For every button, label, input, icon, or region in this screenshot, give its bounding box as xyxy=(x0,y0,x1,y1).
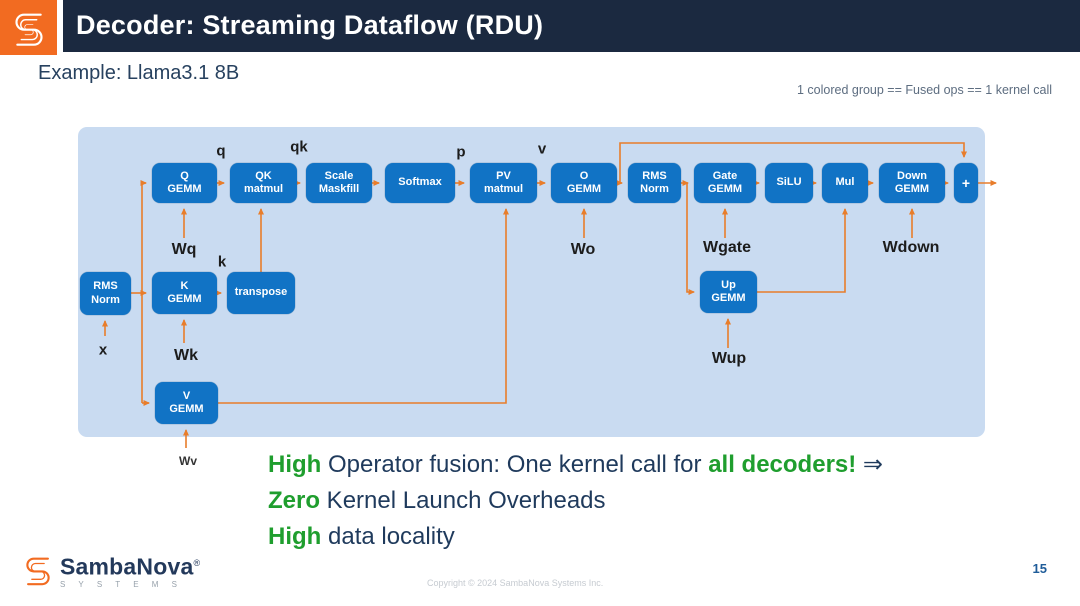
weight-label-wup: Wup xyxy=(711,350,747,367)
insight-1-text: Operator fusion: One kernel call for xyxy=(321,451,709,478)
insight-1-highlight-2: all decoders! xyxy=(708,451,857,478)
node-mul: Mul xyxy=(822,163,868,203)
node-transpose: transpose xyxy=(227,272,295,314)
node-q-gemm: Q GEMM xyxy=(152,163,217,203)
sambanova-mark-icon xyxy=(26,557,50,586)
edge-label-qk: qk xyxy=(290,138,308,156)
input-label-x: x xyxy=(98,341,108,359)
weight-label-wo: Wo xyxy=(570,241,596,258)
insight-2-highlight: Zero xyxy=(268,487,321,514)
node-v-gemm: V GEMM xyxy=(155,382,218,424)
weight-label-wq: Wq xyxy=(171,241,197,258)
node-scale-maskfill: Scale Maskfill xyxy=(306,163,372,203)
insight-1-suffix: ⇒ xyxy=(856,451,884,478)
edge-label-v: v xyxy=(537,140,547,158)
insight-line-2: Zero Kernel Launch Overheads xyxy=(268,483,883,519)
node-qk-matmul: QK matmul xyxy=(230,163,297,203)
edge-label-q: q xyxy=(216,142,226,160)
insight-2-text: Kernel Launch Overheads xyxy=(320,487,606,514)
edge-label-p: p xyxy=(456,143,466,161)
edge-label-k: k xyxy=(217,253,227,271)
fusion-legend-note: 1 colored group == Fused ops == 1 kernel… xyxy=(796,83,1052,97)
insights-block: High Operator fusion: One kernel call fo… xyxy=(268,447,883,555)
weight-label-wgate: Wgate xyxy=(703,239,751,256)
node-up-gemm: Up GEMM xyxy=(700,271,757,313)
node-rms-norm-2: RMS Norm xyxy=(628,163,681,203)
page-title: Decoder: Streaming Dataflow (RDU) xyxy=(76,10,544,40)
brand-text: SambaNova xyxy=(60,553,194,580)
node-add: + xyxy=(954,163,978,203)
page-number: 15 xyxy=(1032,561,1047,576)
insight-1-highlight: High xyxy=(268,451,322,478)
node-k-gemm: K GEMM xyxy=(152,272,217,314)
insight-line-1: High Operator fusion: One kernel call fo… xyxy=(268,447,883,483)
sambanova-logo-icon xyxy=(0,0,57,55)
insight-3-highlight: High xyxy=(268,523,322,550)
copyright-text: Copyright © 2024 SambaNova Systems Inc. xyxy=(427,578,604,588)
node-gate-gemm: Gate GEMM xyxy=(694,163,756,203)
insight-line-3: High data locality xyxy=(268,519,883,555)
node-silu: SiLU xyxy=(765,163,813,203)
node-softmax: Softmax xyxy=(385,163,455,203)
footer-brand-name: SambaNova® xyxy=(60,551,200,579)
registered-mark: ® xyxy=(193,558,201,568)
weight-label-wk: Wk xyxy=(174,347,198,364)
node-rms-norm-1: RMS Norm xyxy=(80,272,131,315)
node-o-gemm: O GEMM xyxy=(551,163,617,203)
footer-logo: SambaNova® S Y S T E M S xyxy=(22,551,200,589)
footer-brand-systems: S Y S T E M S xyxy=(60,579,183,589)
node-pv-matmul: PV matmul xyxy=(470,163,537,203)
example-subtitle: Example: Llama3.1 8B xyxy=(38,62,240,84)
weight-label-wv: Wv xyxy=(179,454,197,468)
node-down-gemm: Down GEMM xyxy=(879,163,945,203)
weight-label-wdown: Wdown xyxy=(882,239,940,256)
insight-3-text: data locality xyxy=(321,523,455,550)
header-bar xyxy=(63,0,1080,52)
